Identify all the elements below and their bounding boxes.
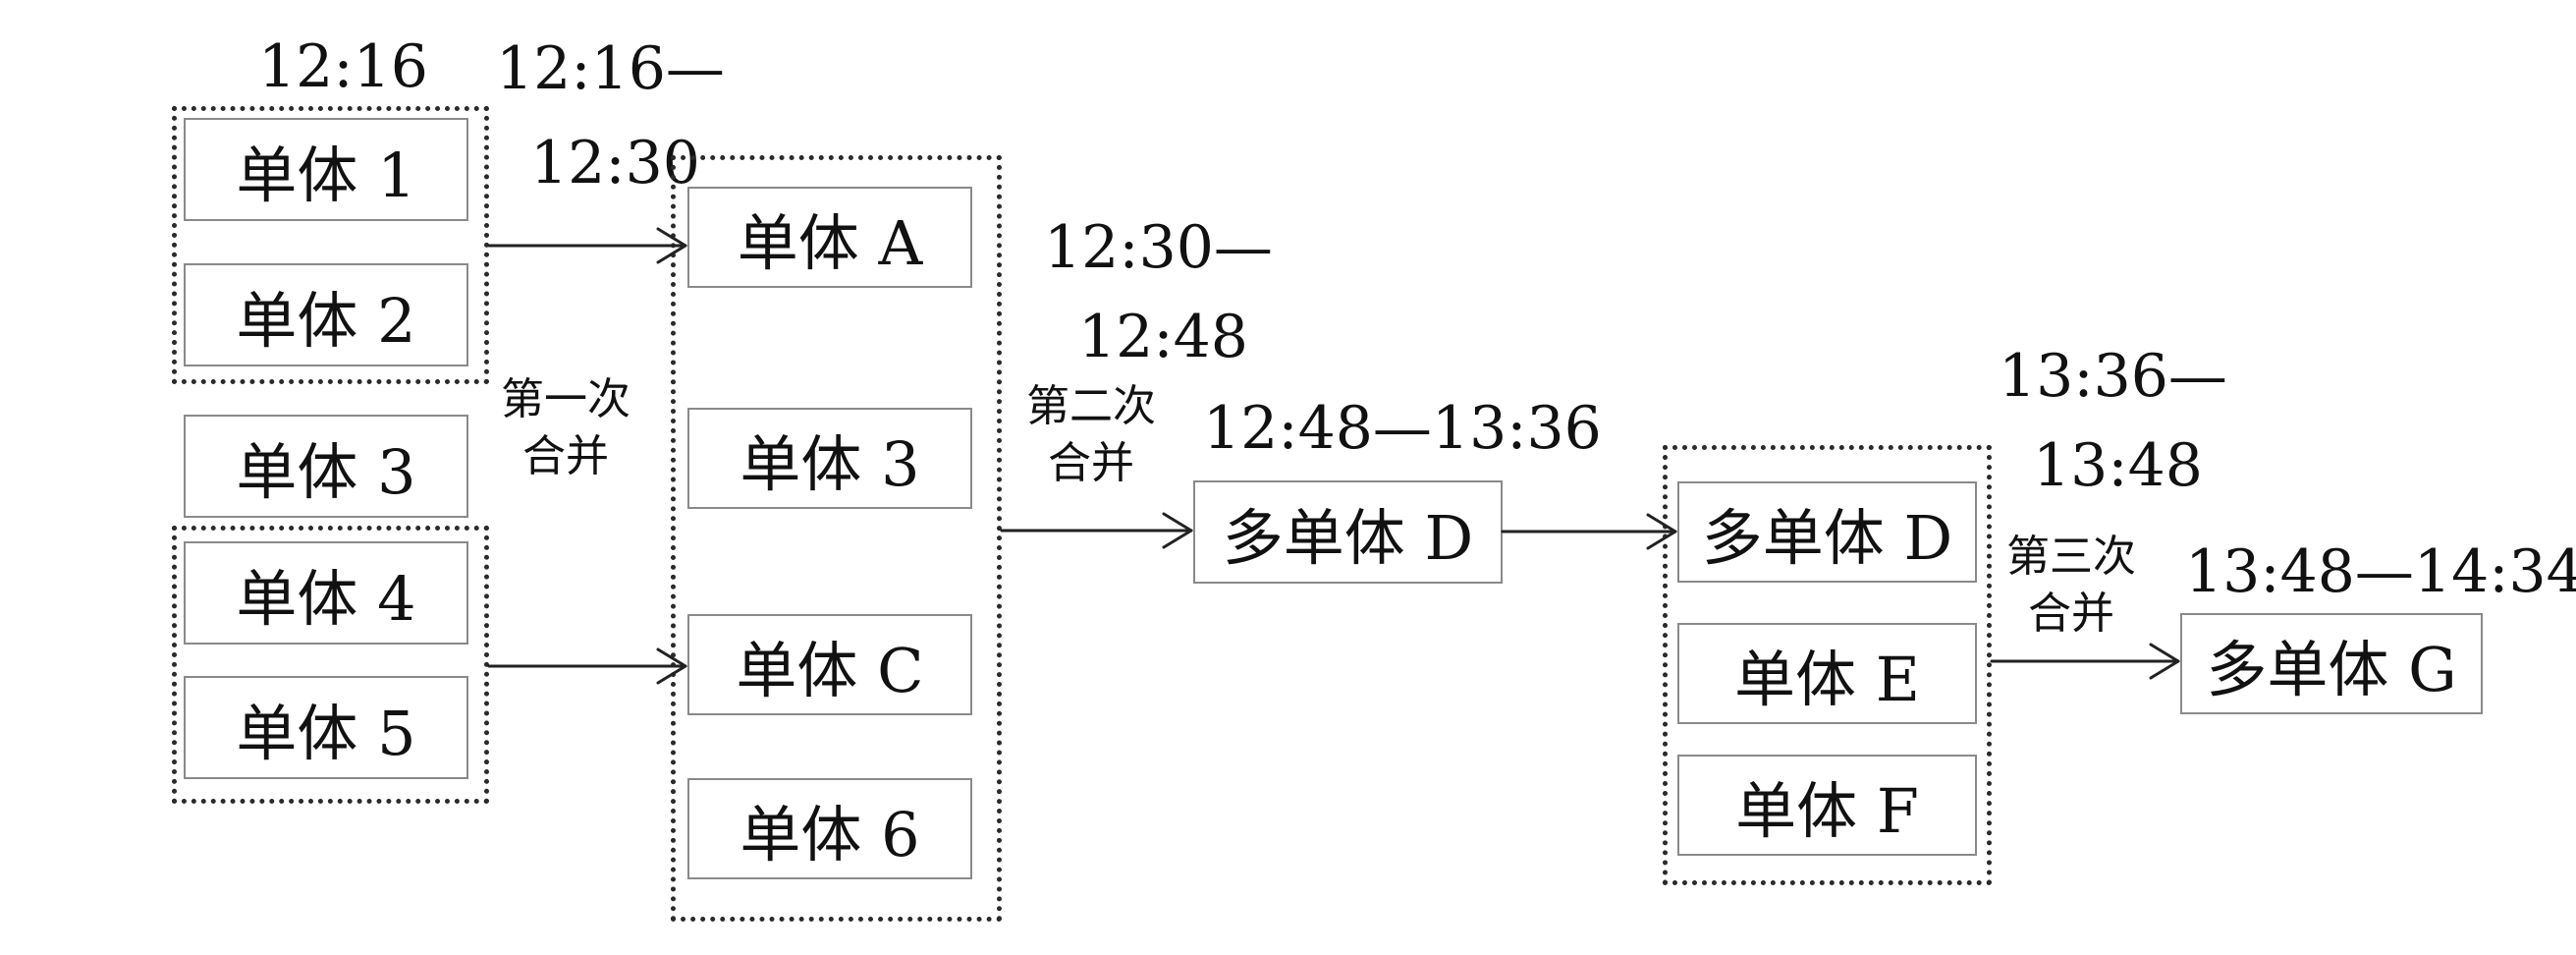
first-merge-line2: 合并	[522, 431, 609, 481]
unit-e-box: 单体 E	[1677, 623, 1977, 724]
unit-3-merged-box: 单体 3	[687, 408, 972, 509]
group-units-4-5	[172, 526, 489, 804]
third-merge-line2: 合并	[2028, 589, 2114, 639]
unit-c-box: 单体 C	[687, 614, 972, 715]
time-label-5b: 13:48	[2033, 431, 2203, 500]
multi-unit-d-box: 多单体 D	[1193, 480, 1503, 584]
arrow-group2-head	[656, 647, 687, 685]
multi-unit-d-stage2-box: 多单体 D	[1677, 481, 1977, 583]
unit-f-box: 单体 F	[1677, 755, 1977, 856]
time-label-2a: 12:16—	[496, 34, 725, 103]
time-label-4: 12:48—13:36	[1203, 394, 1602, 463]
time-label-6: 13:48—14:34	[2185, 537, 2576, 606]
arrow-d-to-stage2-head	[1646, 513, 1677, 550]
second-merge-line2: 合并	[1048, 438, 1134, 488]
group-second-stage	[1663, 445, 1992, 885]
arrow-stage2-to-g-head	[2149, 643, 2180, 680]
group-first-merge-result	[671, 155, 1002, 922]
time-label-5a: 13:36—	[1999, 342, 2227, 411]
first-merge-line1: 第一次	[501, 374, 630, 424]
unit-3-box: 单体 3	[184, 415, 468, 518]
group-units-1-2	[172, 106, 489, 384]
third-merge-label: 第三次 合并	[2006, 535, 2136, 636]
unit-5-box: 单体 5	[184, 676, 468, 779]
unit-a-box: 单体 A	[687, 187, 972, 288]
first-merge-label: 第一次 合并	[501, 378, 630, 478]
time-label-1: 12:16	[258, 32, 428, 101]
unit-2-box: 单体 2	[184, 263, 468, 366]
time-label-3a: 12:30—	[1044, 213, 1273, 282]
arrow-first-merge-head	[1162, 512, 1193, 549]
multi-unit-g-box: 多单体 G	[2180, 613, 2483, 714]
unit-4-box: 单体 4	[184, 541, 468, 645]
unit-1-box: 单体 1	[184, 118, 468, 221]
third-merge-line1: 第三次	[2006, 532, 2136, 582]
second-merge-line1: 第二次	[1026, 381, 1156, 431]
time-label-3b: 12:48	[1078, 303, 1248, 371]
arrow-group1-head	[656, 227, 687, 264]
unit-6-box: 单体 6	[687, 778, 972, 879]
second-merge-label: 第二次 合并	[1026, 385, 1156, 485]
